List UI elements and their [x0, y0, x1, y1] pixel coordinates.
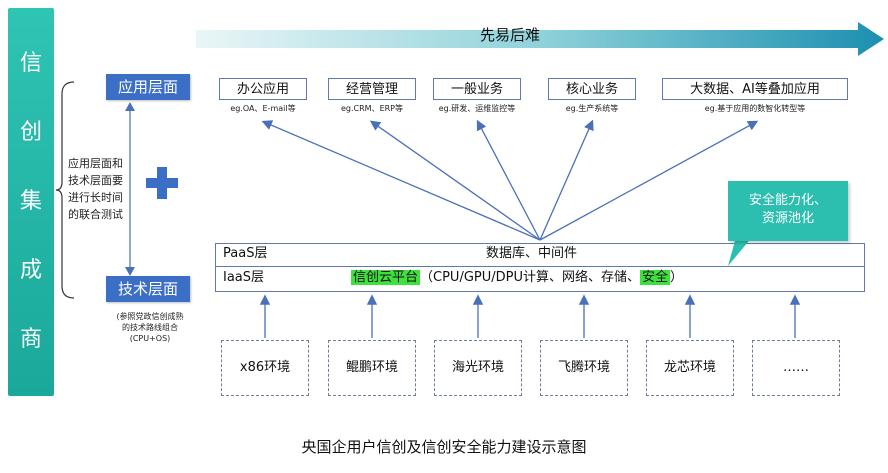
tech-route-note: (参照党政信创成熟 的技术路线组合 (CPU+OS): [100, 311, 200, 344]
paas-layer: PaaS层 数据库、中间件: [215, 243, 865, 267]
note-line: 进行长时间: [68, 191, 123, 204]
env-box-phytium: 飞腾环境: [540, 340, 628, 396]
app-note: eg.OA、E-mail等: [230, 104, 296, 113]
callout-line: 资源池化: [761, 211, 814, 226]
iaas-layer: IaaS层 信创云平台（CPU/GPU/DPU计算、网络、存储、安全）: [215, 267, 865, 291]
progress-arrow: [196, 22, 884, 56]
env-box-kunpeng: 鲲鹏环境: [328, 340, 416, 396]
side-banner-char: 信: [19, 51, 42, 77]
app-box-core: 核心业务: [548, 78, 636, 100]
note-line: 的联合测试: [68, 208, 123, 221]
side-banner-char: 集: [19, 188, 42, 214]
note-line: 的技术路线组合: [122, 323, 178, 332]
note-line: (参照党政信创成熟: [116, 312, 184, 321]
security-highlight: 安全: [640, 270, 671, 285]
app-box-office: 办公应用: [219, 78, 307, 100]
side-banner: 信 创 集 成 商: [8, 8, 54, 396]
cloud-platform-highlight: 信创云平台: [351, 270, 421, 285]
env-box-more: ……: [752, 340, 840, 396]
env-box-x86: x86环境: [221, 340, 309, 396]
arrow-label: 先易后难: [479, 26, 540, 44]
app-note: eg.基于应用的数智化转型等: [704, 104, 806, 113]
env-box-loongson: 龙芯环境: [646, 340, 734, 396]
callout-line: 安全能力化、: [748, 193, 827, 208]
application-level-label: 应用层面: [106, 74, 190, 100]
iaas-end: ）: [670, 270, 684, 285]
technology-level-label: 技术层面: [106, 276, 190, 302]
joint-test-note: 应用层面和 技术层面要 进行长时间 的联合测试: [68, 155, 123, 223]
platform-layers: PaaS层 数据库、中间件 IaaS层 信创云平台（CPU/GPU/DPU计算、…: [215, 243, 865, 292]
plus-icon: [146, 167, 178, 199]
iaas-middle: （CPU/GPU/DPU计算、网络、存储、: [420, 270, 641, 285]
double-arrow: [125, 102, 135, 276]
side-banner-char: 商: [19, 326, 42, 352]
callout-box: 安全能力化、 资源池化: [728, 181, 848, 241]
app-box-management: 经营管理: [328, 78, 416, 100]
left-bracket: [56, 81, 75, 299]
side-banner-char: 成: [19, 257, 42, 283]
note-line: 技术层面要: [68, 174, 123, 187]
paas-content: 数据库、中间件: [486, 246, 578, 261]
figure-caption: 央国企用户信创及信创安全能力建设示意图: [301, 438, 587, 456]
app-note: eg.CRM、ERP等: [340, 104, 404, 113]
paas-label: PaaS层: [223, 246, 268, 261]
note-line: 应用层面和: [68, 157, 123, 170]
env-box-hygon: 海光环境: [434, 340, 522, 396]
app-box-bigdata-ai: 大数据、AI等叠加应用: [662, 78, 848, 100]
iaas-label: IaaS层: [223, 270, 265, 285]
iaas-content: 信创云平台（CPU/GPU/DPU计算、网络、存储、安全）: [351, 267, 683, 289]
app-note: eg.研发、运维监控等: [438, 104, 516, 113]
app-box-general: 一般业务: [433, 78, 521, 100]
app-note: eg.生产系统等: [565, 104, 619, 113]
note-line: (CPU+OS): [129, 334, 171, 343]
side-banner-char: 创: [19, 120, 42, 146]
